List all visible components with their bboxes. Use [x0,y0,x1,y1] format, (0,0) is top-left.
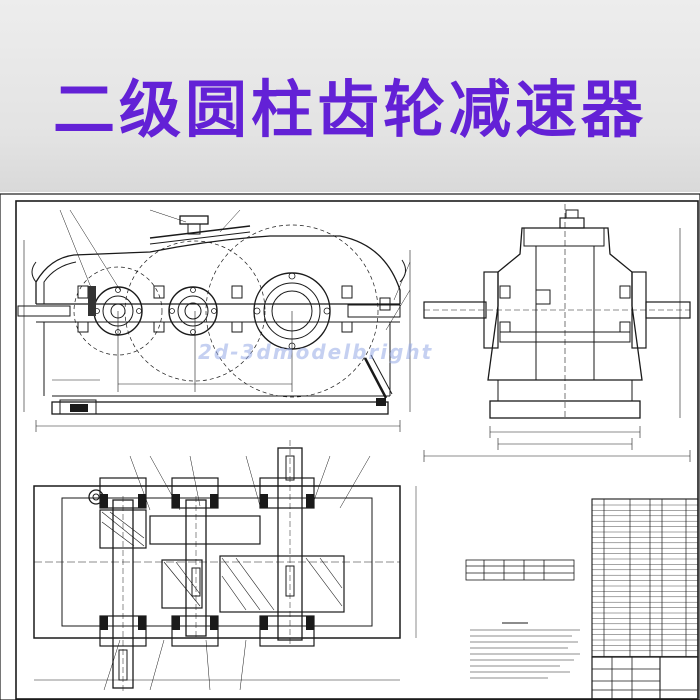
banner-title: 二级圆柱齿轮减速器 [52,73,647,146]
plan-view [33,440,417,694]
engineering-drawing [0,193,700,700]
drawing-frame [15,200,699,700]
sheet-border [0,193,700,700]
title-block [591,656,699,700]
parts-list [591,498,699,658]
technical-notes [470,622,580,679]
front-view [17,209,411,432]
watermark: 2d-3dmodelbright [198,340,434,364]
side-view [423,204,691,462]
parameter-table [465,559,575,581]
title-banner: 二级圆柱齿轮减速器 [0,0,700,192]
parts-list-rows [592,504,698,657]
